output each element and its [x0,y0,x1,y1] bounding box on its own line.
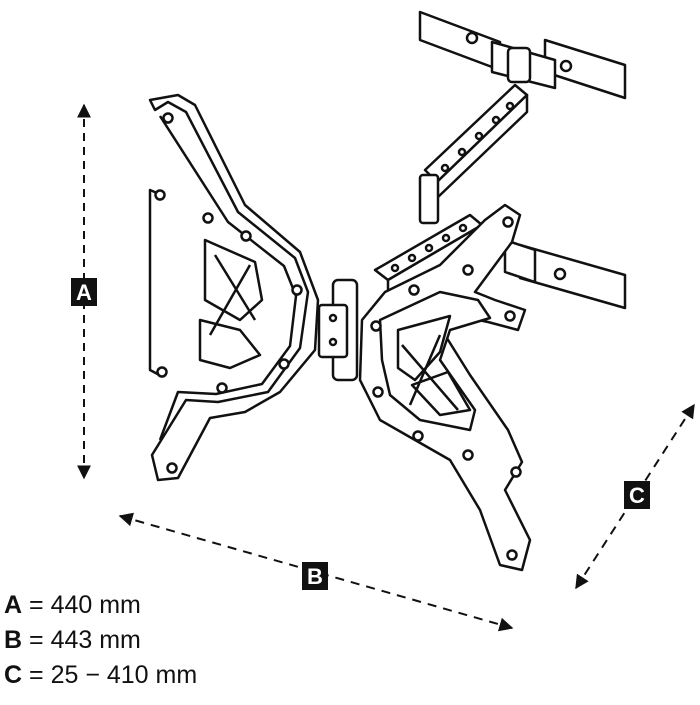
dimension-c: C [575,403,695,590]
dimension-a: A [71,103,97,480]
dimension-value: 440 mm [50,591,141,619]
dimension-key: A [4,591,23,619]
vesa-bracket-right [358,203,532,572]
label-a: A [76,280,92,305]
dimension-c-arrow [575,403,695,590]
dimension-legend: A = 440 mm B = 443 mm C = 25 − 410 mm [4,588,304,693]
wall-plate-lower [503,238,627,310]
label-b-box [302,562,328,590]
dimension-value: 443 mm [50,626,141,654]
dimension-separator: = [22,661,51,689]
dimension-row-b: B = 443 mm [4,623,304,658]
dimension-key: B [4,626,23,654]
wall-plate-upper [418,10,627,100]
vesa-bracket-left [148,93,320,482]
dimension-b-arrow [118,512,514,632]
dimension-separator: = [22,591,51,619]
label-c: C [629,483,645,508]
label-a-box [71,278,97,306]
dimension-row-a: A = 440 mm [4,588,304,623]
dimension-key: C [4,661,23,689]
dimension-row-c: C = 25 − 410 mm [4,658,304,693]
dimension-value: 25 − 410 mm [50,661,198,689]
dimension-separator: = [22,626,51,654]
dimension-b: B [118,512,514,632]
label-c-box [624,481,650,509]
label-b: B [307,564,323,589]
